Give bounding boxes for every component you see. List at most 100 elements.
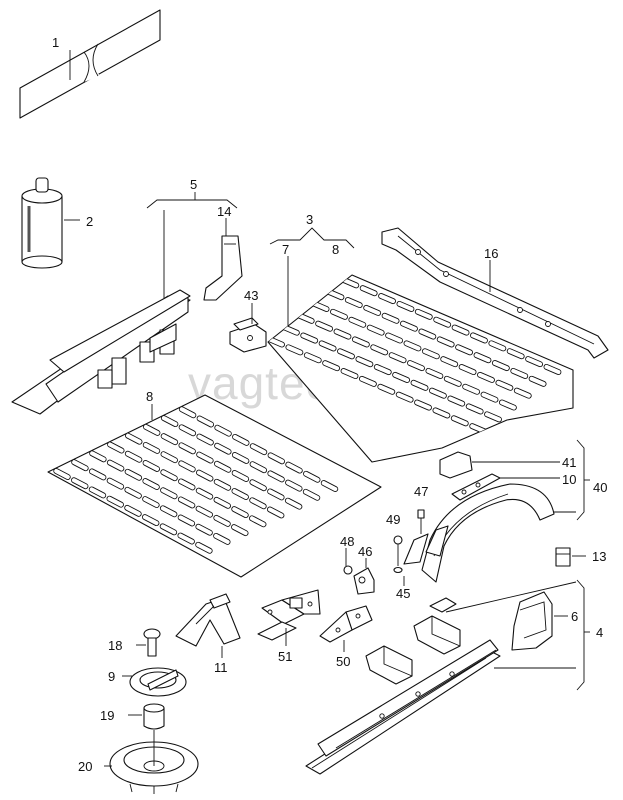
floor-slot: [177, 532, 195, 545]
rear-cross-member: [381, 227, 609, 359]
floor-slot: [450, 415, 469, 427]
floor-slot: [451, 324, 470, 336]
bolt-18: [143, 628, 161, 657]
floor-slot: [392, 371, 411, 383]
floor-slot: [491, 360, 510, 372]
member-bracket-a: [365, 645, 413, 685]
bracket-part-51: [257, 589, 321, 641]
floor-slot: [89, 450, 107, 463]
floor-slot: [385, 332, 404, 344]
floor-slot: [300, 332, 319, 344]
part-number-18: 18: [108, 638, 122, 653]
floor-slot: [88, 486, 107, 499]
floor-slot: [495, 379, 514, 391]
floor-slot: [458, 364, 477, 376]
nut-46: [353, 567, 375, 595]
floor-slot: [195, 523, 213, 536]
part-number-41: 41: [562, 455, 576, 470]
floor-slot: [213, 478, 232, 491]
floor-slot: [266, 506, 285, 519]
floor-slot: [320, 480, 339, 492]
floor-slot: [528, 375, 547, 387]
floor-slot: [231, 506, 249, 519]
part-number-47: 47: [414, 484, 428, 499]
floor-slot: [231, 470, 250, 482]
floor-slot: [525, 356, 544, 368]
floor-slot: [106, 459, 125, 472]
member-bracket-b: [413, 615, 461, 655]
bolt-47: [417, 509, 425, 534]
clip-part-13: [555, 547, 571, 567]
floor-slot: [498, 399, 517, 411]
mounting-bracket-part-43: [229, 317, 267, 353]
floor-slot: [142, 441, 161, 454]
part-number-8-top: 8: [332, 242, 339, 257]
floor-slot: [107, 441, 125, 454]
floor-slot: [433, 316, 452, 328]
floor-slot: [356, 275, 375, 277]
floor-slot: [124, 504, 142, 517]
part-number-40: 40: [593, 480, 607, 495]
floor-slot: [363, 304, 382, 316]
floor-slot: [249, 515, 267, 528]
floor-slot: [141, 514, 160, 527]
floor-slot: [285, 461, 303, 474]
floor-slot: [366, 324, 385, 336]
part-number-10: 10: [562, 472, 576, 487]
floor-slot: [303, 352, 322, 364]
part-number-45: 45: [396, 586, 410, 601]
part-number-8: 8: [146, 389, 153, 404]
floor-slot: [231, 452, 250, 464]
floor-slot: [488, 340, 507, 352]
floor-slot: [178, 442, 196, 455]
floor-slot: [355, 356, 374, 368]
bracket-part-6: [511, 591, 553, 651]
floor-slot: [411, 289, 430, 301]
floor-slot: [124, 468, 143, 481]
sealant-can: [21, 177, 63, 269]
floor-slot: [213, 460, 232, 473]
bracket-5: [146, 199, 238, 209]
part-number-43: 43: [244, 288, 258, 303]
floor-slot: [403, 340, 422, 352]
floor-slot: [196, 433, 214, 446]
floor-slot: [333, 328, 352, 340]
floor-slot: [142, 460, 161, 472]
bracket-4: [576, 579, 585, 691]
floor-slot: [232, 433, 250, 446]
floor-slot: [71, 459, 89, 472]
floor-slot: [285, 479, 303, 492]
floor-slot: [160, 451, 178, 464]
floor-slot: [231, 488, 249, 500]
floor-slot: [195, 541, 213, 554]
floor-slot: [213, 532, 231, 545]
rear-floor-panel: [267, 274, 574, 463]
floor-slot: [249, 479, 267, 492]
floor-slot: [473, 352, 492, 364]
floor-slot: [421, 348, 440, 360]
floor-slot: [466, 312, 485, 324]
floor-slot: [249, 497, 267, 510]
floor-slot: [196, 451, 214, 464]
floor-slot: [359, 285, 378, 297]
floor-slot: [436, 336, 455, 348]
part-number-11: 11: [214, 660, 228, 675]
floor-slot: [395, 391, 414, 403]
floor-slot: [477, 371, 495, 383]
floor-slot: [344, 297, 363, 309]
floor-slot: [267, 452, 286, 465]
floor-slot: [106, 477, 125, 490]
bolt-48: [343, 548, 353, 575]
floor-panel-rear-slots: [268, 275, 573, 435]
part-number-51: 51: [278, 649, 292, 664]
floor-slot: [160, 415, 179, 428]
part-number-48: 48: [340, 534, 354, 549]
floor-slot: [392, 281, 411, 293]
part-number-16: 16: [484, 246, 498, 261]
floor-slot: [124, 450, 143, 463]
floor-slot: [378, 293, 396, 305]
floor-slot: [142, 496, 160, 509]
spacer-19: [143, 703, 165, 730]
